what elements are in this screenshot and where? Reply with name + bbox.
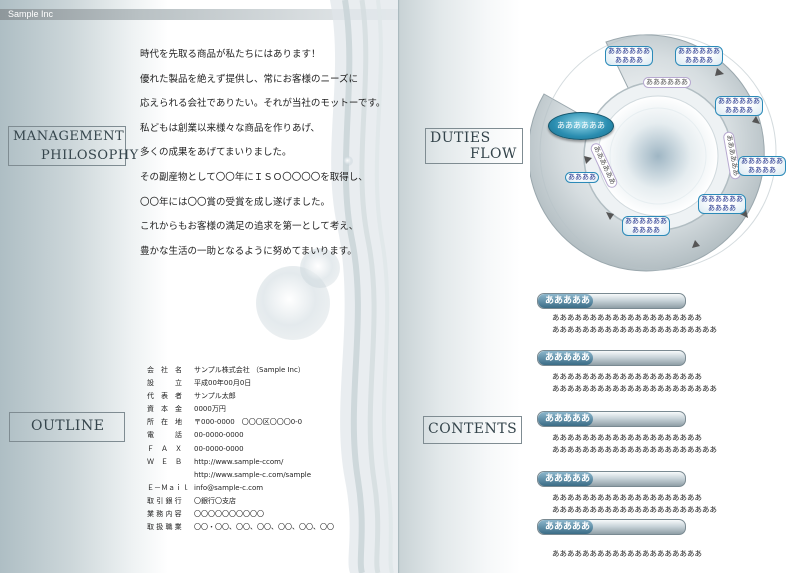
- flow-step-label: ああああああ: [678, 47, 720, 55]
- contents-line: ああああああああああああああああああああああ: [552, 325, 717, 334]
- contents-line: ああああああああああああああああああああ: [552, 433, 702, 442]
- philosophy-line: その副産物として〇〇年にＩＳＯ〇〇〇〇を取得し、: [140, 171, 368, 183]
- row-label: Ｗ Ｅ Ｂ: [147, 457, 182, 466]
- flow-step[interactable]: ああああああ ああああ: [715, 96, 763, 116]
- flow-step[interactable]: ああああああ ああああ: [622, 216, 670, 236]
- flow-step-label: ああああ: [708, 204, 736, 212]
- philosophy-line: 私どもは創業以来様々な商品を作りあげ、: [140, 122, 320, 134]
- flow-step-label: ああああ: [748, 166, 776, 174]
- contents-heading: ああああああ: [538, 412, 593, 438]
- email-link[interactable]: info@sample-c.com: [194, 483, 264, 492]
- contents-line: ああああああああああああああああああああああ: [552, 505, 717, 514]
- flow-step[interactable]: ああああああ ああああ: [605, 46, 653, 66]
- philosophy-line: 多くの成果をあげてまいりました。: [140, 147, 292, 159]
- philosophy-line: 〇〇年には〇〇賞の受賞を成し遂げました。: [140, 196, 331, 208]
- row-value: 〇〇〇〇〇〇〇〇〇〇: [194, 510, 264, 519]
- bubble-decoration: [343, 156, 353, 166]
- bubble-decoration: [300, 248, 340, 288]
- contents-heading-bar: ああああああ: [537, 519, 686, 546]
- row-value: 00-0000-0000: [194, 444, 244, 453]
- flow-step[interactable]: ああああああ ああああ: [738, 156, 786, 176]
- row-label: Ｆ Ａ Ｘ: [147, 444, 182, 453]
- management-philosophy-title: MANAGEMENT PHILOSOPHY: [8, 126, 138, 166]
- contents-title: CONTENTS: [423, 416, 522, 444]
- philosophy-line: 優れた製品を絶えず提供し、常にお客様のニーズに: [140, 73, 359, 85]
- contents-line: ああああああああああああああああああああ: [552, 549, 702, 558]
- contents-heading: ああああああ: [538, 294, 593, 320]
- contents-heading: ああああああ: [538, 472, 593, 498]
- duties-flow-wheel: [530, 34, 777, 272]
- flow-pill[interactable]: ああああああ: [643, 77, 691, 88]
- contents-line: ああああああああああああああああああああ: [552, 313, 702, 322]
- row-label: 電 話: [147, 431, 182, 440]
- contents-heading: ああああああ: [538, 520, 593, 546]
- website-link[interactable]: http://www.sample-c.com/sample: [194, 470, 312, 479]
- row-value: 〒000-0000 〇〇〇区〇〇〇0-0: [194, 418, 303, 427]
- flow-step[interactable]: ああああ: [565, 172, 599, 183]
- duties-flow-title: DUTIES FLOW: [425, 128, 523, 164]
- contents-line: ああああああああああああああああああああ: [552, 372, 702, 381]
- row-label: 資 本 金: [147, 405, 182, 414]
- row-value: 00-0000-0000: [194, 431, 244, 440]
- row-label: 会 社 名: [147, 366, 182, 374]
- philosophy-line: これからもお客様の満足の追求を第一として考え、: [140, 221, 359, 233]
- philosophy-line: 応えられる会社でありたい。それが当社のモットーです。: [140, 98, 386, 110]
- outline-title: OUTLINE: [9, 412, 125, 442]
- management-title-line2: PHILOSOPHY: [41, 148, 139, 163]
- row-value: 〇〇・〇〇、〇〇、〇〇、〇〇、〇〇、〇〇: [194, 523, 334, 532]
- row-label: 所 在 地: [147, 418, 182, 427]
- header-strip: [0, 9, 400, 20]
- contents-heading-bar: ああああああ: [537, 471, 686, 498]
- wave-decoration: [330, 0, 400, 573]
- flow-step-label: ああああああ: [608, 47, 650, 55]
- flow-step-label: ああああ: [685, 56, 713, 64]
- row-label: 取 引 銀 行: [147, 496, 182, 505]
- row-value: サンプル株式会社 （Sample Inc）: [194, 366, 305, 374]
- flow-step-label: ああああああ: [741, 157, 783, 165]
- flow-step[interactable]: ああああああ ああああ: [675, 46, 723, 66]
- duties-title-line1: DUTIES: [430, 130, 491, 146]
- contents-heading-bar: ああああああ: [537, 411, 686, 438]
- flow-step-label: ああああ: [568, 173, 596, 181]
- left-page: Sample Inc MANAGEMENT PHILOSOPHY 時代を先取る商…: [0, 0, 400, 573]
- row-value: 0000万円: [194, 405, 226, 414]
- flow-step-label: ああああ: [725, 106, 753, 114]
- row-label: 取 扱 職 業: [147, 523, 182, 532]
- company-header: Sample Inc: [8, 9, 54, 19]
- row-label: 代 表 者: [147, 392, 182, 401]
- philosophy-text: 時代を先取る商品が私たちにはあります！ 優れた製品を絶えず提供し、常にお客様のニ…: [140, 48, 385, 269]
- outline-title-text: OUTLINE: [31, 418, 105, 434]
- contents-line: ああああああああああああああああああああああ: [552, 445, 717, 454]
- flow-step-label: ああああ: [632, 226, 660, 234]
- contents-title-text: CONTENTS: [428, 421, 518, 437]
- contents-heading-bar: ああああああ: [537, 293, 686, 320]
- management-title-line1: MANAGEMENT: [13, 129, 125, 144]
- flow-step[interactable]: ああああああ ああああ: [698, 194, 746, 214]
- philosophy-line: 豊かな生活の一助となるように努めてまいります。: [140, 245, 357, 257]
- row-label: Ｅ－Ｍａｉｌ: [147, 483, 189, 492]
- contents-heading-bar: ああああああ: [537, 350, 686, 377]
- flow-step-label: ああああ: [615, 56, 643, 64]
- row-label: 業 務 内 容: [147, 510, 182, 519]
- flow-step-label: ああああああ: [701, 195, 743, 203]
- philosophy-line: 時代を先取る商品が私たちにはあります！: [140, 49, 321, 60]
- contents-line: ああああああああああああああああああああああ: [552, 384, 717, 393]
- contents-heading: ああああああ: [538, 351, 593, 377]
- flow-step-label: ああああああ: [718, 97, 760, 105]
- row-value: 平成00年00月0日: [194, 379, 252, 388]
- row-value: 〇銀行〇支店: [194, 496, 236, 505]
- row-label: 設 立: [147, 379, 182, 388]
- flow-start-node[interactable]: ああああああ: [548, 112, 614, 140]
- contents-line: ああああああああああああああああああああ: [552, 493, 702, 502]
- duties-title-line2: FLOW: [470, 146, 517, 162]
- flow-step-label: ああああああ: [625, 217, 667, 225]
- row-value: サンプル太郎: [194, 392, 236, 401]
- website-link[interactable]: http://www.sample-ccom/: [194, 457, 284, 466]
